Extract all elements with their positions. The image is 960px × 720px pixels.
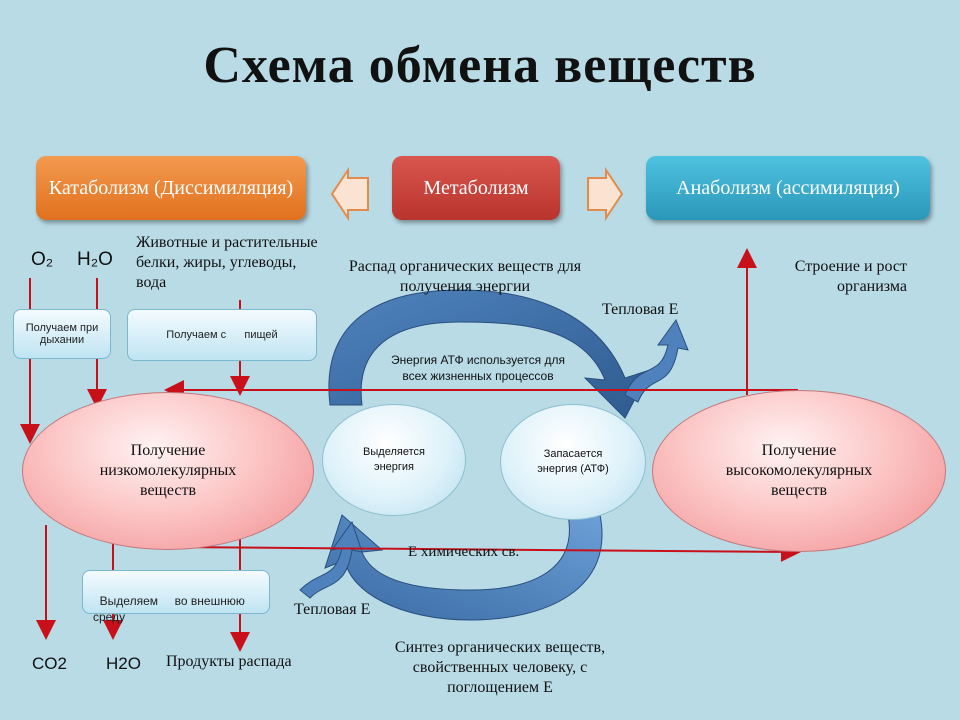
metabolism-box: Метаболизм xyxy=(392,156,560,220)
h2o-top-label: H₂O xyxy=(77,249,113,270)
anabolism-box: Анаболизм (ассимиляция) xyxy=(646,156,930,220)
h2o-bottom-label: H2O xyxy=(106,654,141,673)
heat-bottom-label: Тепловая Е xyxy=(294,601,371,618)
food-pill: Получаем с пищей xyxy=(127,309,317,361)
energy-stored-text: Запасается энергия (АТФ) xyxy=(537,448,609,475)
decay-products-label: Продукты распада xyxy=(166,653,292,670)
heat-arrow-bottom xyxy=(299,520,363,599)
breakdown-label: Распад органических веществ для получени… xyxy=(348,258,582,295)
chem-energy-label: Е химических св. xyxy=(408,544,520,560)
page-title: Схема обмена веществ xyxy=(203,37,757,94)
excrete-pill: Выделяем во внешнюю среду xyxy=(82,570,270,624)
o2-label: O₂ xyxy=(31,249,54,270)
excrete-pill-text: Выделяем во внешнюю среду xyxy=(93,594,249,624)
energy-released-text: Выделяется энергия xyxy=(363,446,425,473)
breathing-pill: Получаем при дыхании xyxy=(13,309,111,359)
breathing-pill-text: Получаем при дыхании xyxy=(25,322,99,346)
heat-arrow-top xyxy=(624,318,689,403)
left-hollow-arrow xyxy=(330,166,369,222)
low-molecular-ellipse: Получение низкомолекулярных веществ xyxy=(22,392,314,550)
right-hollow-arrow xyxy=(587,166,624,222)
energy-stored-ellipse: Запасается энергия (АТФ) xyxy=(500,404,646,520)
low-molecular-text: Получение низкомолекулярных веществ xyxy=(99,442,237,499)
synthesis-label: Синтез органических веществ, свойственны… xyxy=(394,639,606,696)
structure-label: Строение и рост организма xyxy=(794,258,907,295)
atp-usage-label: Энергия АТФ используется для всех жизнен… xyxy=(390,353,566,383)
energy-released-ellipse: Выделяется энергия xyxy=(322,404,466,516)
lower-cycle-arrow xyxy=(324,514,603,621)
co2-label: CO2 xyxy=(32,654,67,673)
catabolism-box: Катаболизм (Диссимиляция) xyxy=(36,156,306,220)
high-molecular-text: Получение высокомолекулярных веществ xyxy=(725,442,873,499)
food-pill-text: Получаем с пищей xyxy=(166,329,278,341)
heat-top-label: Тепловая Е xyxy=(602,301,679,318)
food-sources-label: Животные и растительные белки, жиры, угл… xyxy=(136,234,318,291)
high-molecular-ellipse: Получение высокомолекулярных веществ xyxy=(652,390,946,552)
